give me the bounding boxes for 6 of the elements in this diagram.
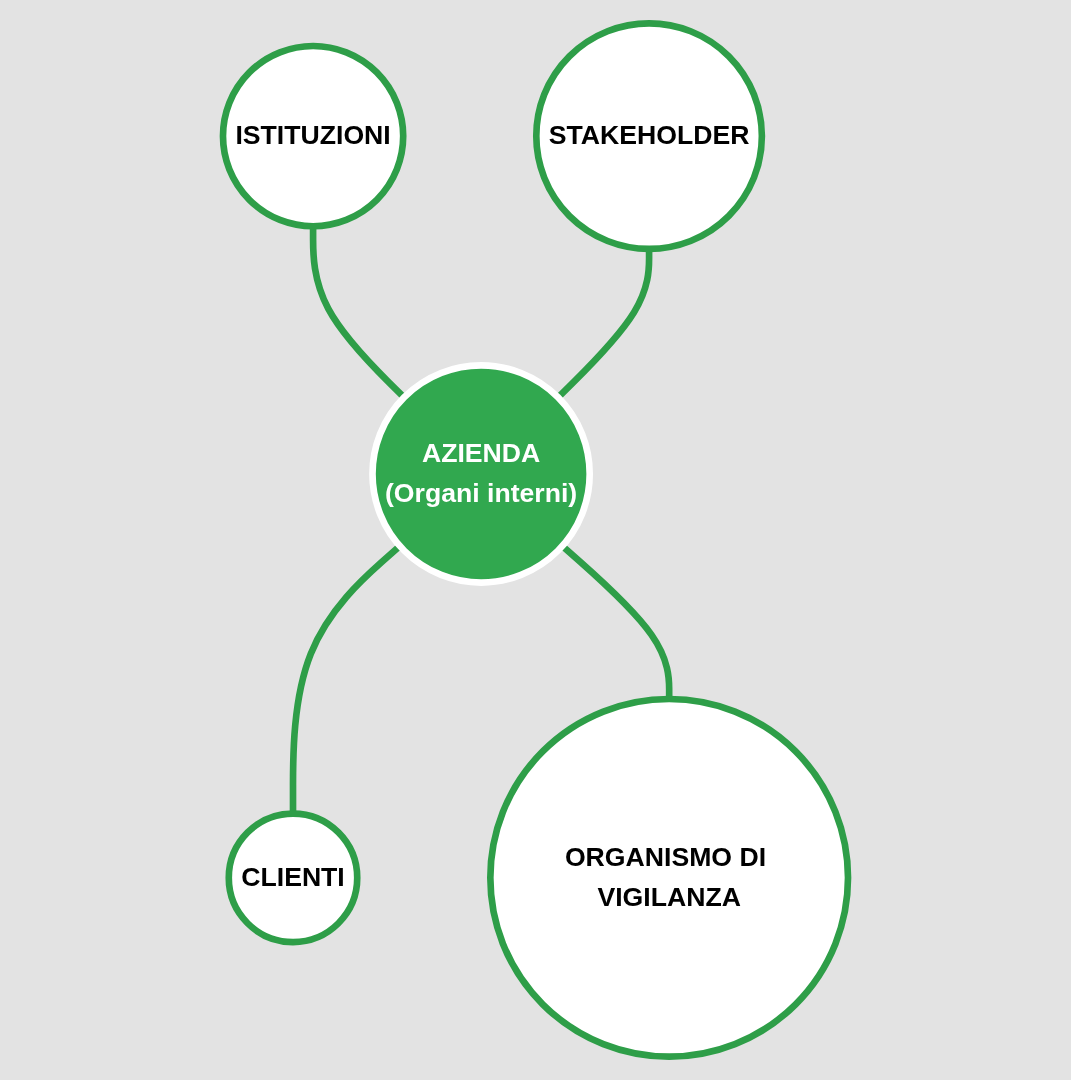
node-circle: CLIENTI (225, 810, 361, 946)
node-circle: ISTITUZIONI (219, 42, 407, 230)
node-circle: STAKEHOLDER (532, 20, 766, 253)
node-circle: AZIENDA (Organi interni) (369, 362, 594, 586)
node-circle: ORGANISMO DI VIGILANZA (487, 695, 852, 1060)
connector (309, 226, 407, 400)
